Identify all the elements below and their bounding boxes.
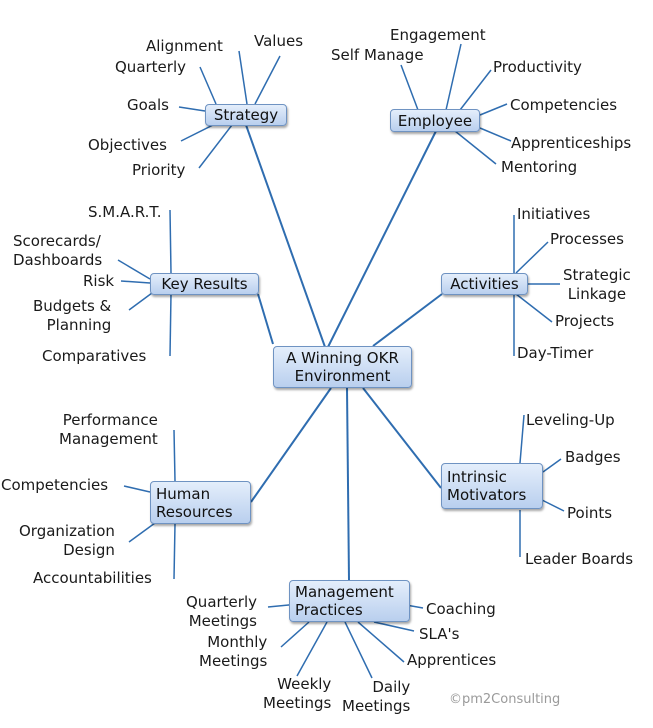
leaf-badges: Badges bbox=[565, 448, 621, 466]
link-center-human-resources bbox=[250, 387, 332, 503]
node-strategy[interactable]: Strategy bbox=[205, 104, 287, 126]
leaf-connector-11 bbox=[479, 127, 512, 142]
leaf-connector-33 bbox=[296, 621, 328, 677]
leaf-objectives: Objectives bbox=[88, 136, 167, 154]
leaf-monthly-meetings: Monthly Meetings bbox=[199, 633, 268, 670]
leaf-scorecards: Scorecards/ Dashboards bbox=[13, 232, 103, 269]
leaf-apprenticeships: Apprenticeships bbox=[511, 134, 632, 152]
leaf-connector-32 bbox=[280, 621, 310, 648]
leaf-connector-10 bbox=[479, 103, 508, 116]
leaf-comparatives: Comparatives bbox=[42, 347, 147, 365]
leaf-connector-36 bbox=[373, 621, 415, 632]
leaf-connector-4 bbox=[178, 106, 206, 112]
leaf-connector-8 bbox=[400, 64, 419, 111]
leaf-alignment: Alignment bbox=[146, 37, 223, 55]
leaf-goals: Goals bbox=[127, 96, 169, 114]
leaf-connector-13 bbox=[169, 209, 172, 274]
leaf-connector-14 bbox=[117, 259, 151, 280]
copyright-notice: ©pm2Consulting bbox=[449, 692, 561, 707]
leaf-day-timer: Day-Timer bbox=[517, 344, 594, 362]
leaf-mentoring: Mentoring bbox=[501, 158, 578, 176]
leaf-connector-25 bbox=[128, 522, 156, 543]
leaf-leveling-up: Leveling-Up bbox=[526, 411, 615, 429]
leaf-coaching: Coaching bbox=[426, 600, 496, 618]
leaf-priority: Priority bbox=[132, 161, 186, 179]
leaf-projects: Projects bbox=[555, 312, 615, 330]
leaf-performance-management: Performance Management bbox=[59, 411, 158, 448]
leaf-processes: Processes bbox=[550, 230, 624, 248]
link-center-employee bbox=[327, 130, 437, 348]
leaf-connectors bbox=[117, 43, 565, 679]
leaf-connector-35 bbox=[357, 621, 405, 663]
leaf-connector-16 bbox=[128, 292, 153, 311]
leaf-slas: SLA's bbox=[419, 625, 460, 643]
leaf-productivity: Productivity bbox=[493, 58, 582, 76]
link-center-intrinsic-motivators bbox=[362, 387, 442, 489]
leaf-risk: Risk bbox=[83, 272, 115, 290]
leaf-initiatives: Initiatives bbox=[517, 205, 591, 223]
leaf-connector-7 bbox=[445, 43, 462, 111]
leaf-strategic-linkage: Strategic Linkage bbox=[563, 266, 631, 303]
leaf-connector-27 bbox=[519, 414, 525, 464]
leaf-connector-24 bbox=[123, 485, 151, 493]
leaf-values: Values bbox=[254, 32, 304, 50]
leaf-connector-21 bbox=[515, 293, 553, 323]
node-employee[interactable]: Employee bbox=[390, 109, 480, 132]
leaf-connector-1 bbox=[238, 50, 248, 105]
leaf-leader-boards: Leader Boards bbox=[525, 550, 634, 568]
leaf-weekly-meetings: Weekly Meetings bbox=[263, 675, 332, 712]
leaf-connector-12 bbox=[454, 130, 497, 165]
leaf-smart: S.M.A.R.T. bbox=[88, 203, 162, 221]
node-intrinsic-motivators[interactable]: Intrinsic Motivators bbox=[441, 463, 543, 509]
leaf-competencies: Competencies bbox=[510, 96, 618, 114]
node-human-resources[interactable]: Human Resources bbox=[150, 481, 251, 524]
node-key-results[interactable]: Key Results bbox=[150, 273, 259, 295]
node-activities[interactable]: Activities bbox=[441, 273, 528, 295]
leaf-hr-competencies: Competencies bbox=[1, 476, 109, 494]
leaf-connector-19 bbox=[515, 241, 549, 274]
leaf-connector-28 bbox=[542, 458, 562, 473]
leaf-connector-5 bbox=[180, 124, 214, 142]
leaf-connector-15 bbox=[120, 280, 151, 284]
link-center-activities bbox=[372, 293, 443, 347]
leaf-connector-29 bbox=[541, 499, 565, 512]
leaf-connector-17 bbox=[169, 293, 172, 357]
leaf-connector-3 bbox=[199, 66, 217, 105]
node-management-practices[interactable]: Management Practices bbox=[289, 580, 410, 622]
leaf-quarterly-meetings: Quarterly Meetings bbox=[186, 593, 257, 630]
leaf-connector-6 bbox=[198, 124, 233, 169]
leaf-connector-23 bbox=[173, 429, 176, 482]
leaf-quarterly: Quarterly bbox=[115, 58, 186, 76]
leaf-daily-meetings: Daily Meetings bbox=[342, 678, 411, 715]
link-center-strategy bbox=[245, 124, 326, 348]
leaf-apprentices: Apprentices bbox=[407, 651, 497, 669]
link-center-management-practices bbox=[346, 387, 350, 581]
center-node[interactable]: A Winning OKR Environment bbox=[273, 346, 412, 388]
link-center-key-results bbox=[257, 293, 274, 345]
center-branches bbox=[245, 124, 443, 581]
leaf-budgets-planning: Budgets & Planning bbox=[33, 297, 112, 334]
leaf-self-manage: Self Manage bbox=[331, 46, 424, 64]
leaf-organization-design: Organization Design bbox=[19, 522, 115, 559]
leaf-connector-34 bbox=[344, 621, 373, 679]
leaf-engagement: Engagement bbox=[390, 26, 486, 44]
leaf-connector-9 bbox=[459, 69, 492, 111]
leaf-connector-26 bbox=[173, 523, 176, 580]
leaf-connector-2 bbox=[254, 55, 281, 105]
leaf-points: Points bbox=[567, 504, 613, 522]
leaf-accountabilities: Accountabilities bbox=[33, 569, 152, 587]
